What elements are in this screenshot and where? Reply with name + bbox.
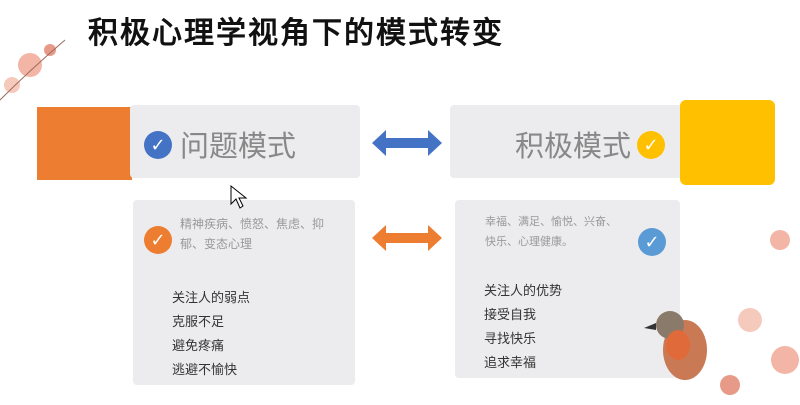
list-item: 追求幸福	[484, 356, 537, 371]
problem-list: 关注人的弱点 克服不足 避免疼痛 逃避不愉快	[172, 287, 250, 383]
positive-detail-box	[455, 200, 680, 378]
slide-title: 积极心理学视角下的模式转变	[88, 16, 504, 51]
list-item: 克服不足	[172, 315, 225, 330]
positive-desc: 幸福、满足、愉悦、兴奋、快乐、心理健康。	[485, 215, 617, 248]
list-item: 关注人的弱点	[172, 291, 251, 306]
flower-decoration	[0, 39, 66, 101]
check-icon: ✓	[144, 131, 172, 159]
check-icon: ✓	[637, 131, 665, 159]
yellow-block	[680, 100, 775, 185]
double-arrow-icon	[372, 225, 442, 251]
list-item: 避免疼痛	[172, 339, 225, 354]
list-item: 寻找快乐	[484, 332, 537, 347]
orange-block	[37, 107, 132, 180]
positive-list: 关注人的优势 接受自我 寻找快乐 追求幸福	[484, 280, 562, 376]
check-icon: ✓	[144, 226, 172, 254]
list-item: 接受自我	[484, 308, 537, 323]
problem-detail-box	[133, 200, 355, 385]
list-item: 逃避不愉快	[172, 363, 238, 378]
problem-mode-heading: 问题模式	[180, 129, 297, 163]
bird-flower-illustration	[644, 230, 799, 395]
double-arrow-icon	[372, 130, 442, 156]
check-icon: ✓	[638, 228, 666, 256]
problem-desc: 精神疾病、愤怒、焦虑、抑郁、变态心理	[180, 217, 325, 251]
list-item: 关注人的优势	[484, 284, 563, 299]
positive-mode-heading: 积极模式	[515, 129, 632, 163]
cursor-icon	[230, 184, 248, 209]
